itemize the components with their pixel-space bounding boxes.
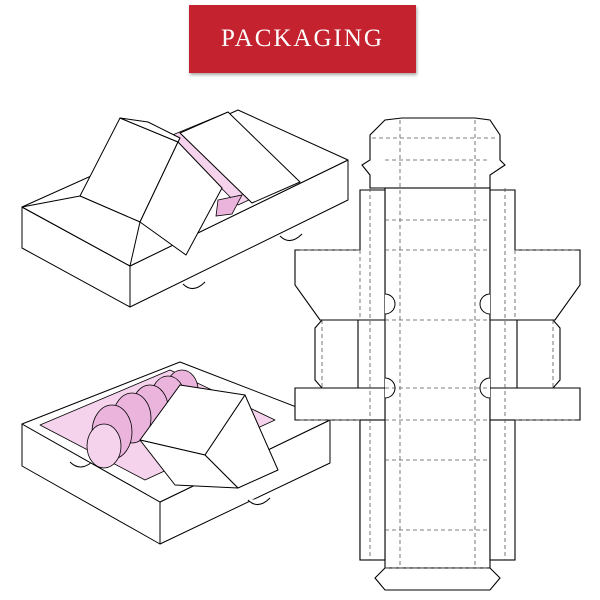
dieline-top-tuck	[361, 117, 506, 189]
box1-lid-side	[139, 141, 223, 256]
dieline-right-strip	[489, 419, 516, 561]
box1-divider	[179, 111, 301, 204]
box1-lid-top	[119, 117, 181, 143]
banner-title: PACKAGING	[221, 25, 384, 52]
dieline-right-lower-wing	[489, 387, 581, 421]
box1-scallop-left	[182, 281, 206, 289]
box-open-view	[21, 361, 331, 545]
dieline-right-upper-wing	[489, 189, 581, 321]
box1-scallop-right	[279, 233, 303, 241]
box1-lid-inner	[215, 194, 243, 217]
dieline-left-strip	[359, 419, 386, 561]
dieline-bottom-flap	[374, 567, 501, 591]
dieline-template	[294, 117, 581, 591]
dieline-center-panel	[384, 187, 491, 569]
macaron-front	[86, 423, 122, 469]
title-banner: PACKAGING	[189, 5, 416, 73]
box2-lid-base	[139, 439, 239, 489]
dieline-right-tab	[516, 319, 561, 389]
dieline-notch-left-upper	[384, 293, 396, 315]
dieline-notch-right-upper	[479, 293, 491, 315]
dieline-fold-lines	[300, 120, 575, 569]
box1-lower-flap	[21, 195, 141, 267]
dieline-left-tab	[314, 319, 359, 389]
box-closed-view	[21, 109, 349, 308]
box2-scallop-right	[247, 497, 271, 505]
box2-scallop-left	[69, 461, 93, 468]
